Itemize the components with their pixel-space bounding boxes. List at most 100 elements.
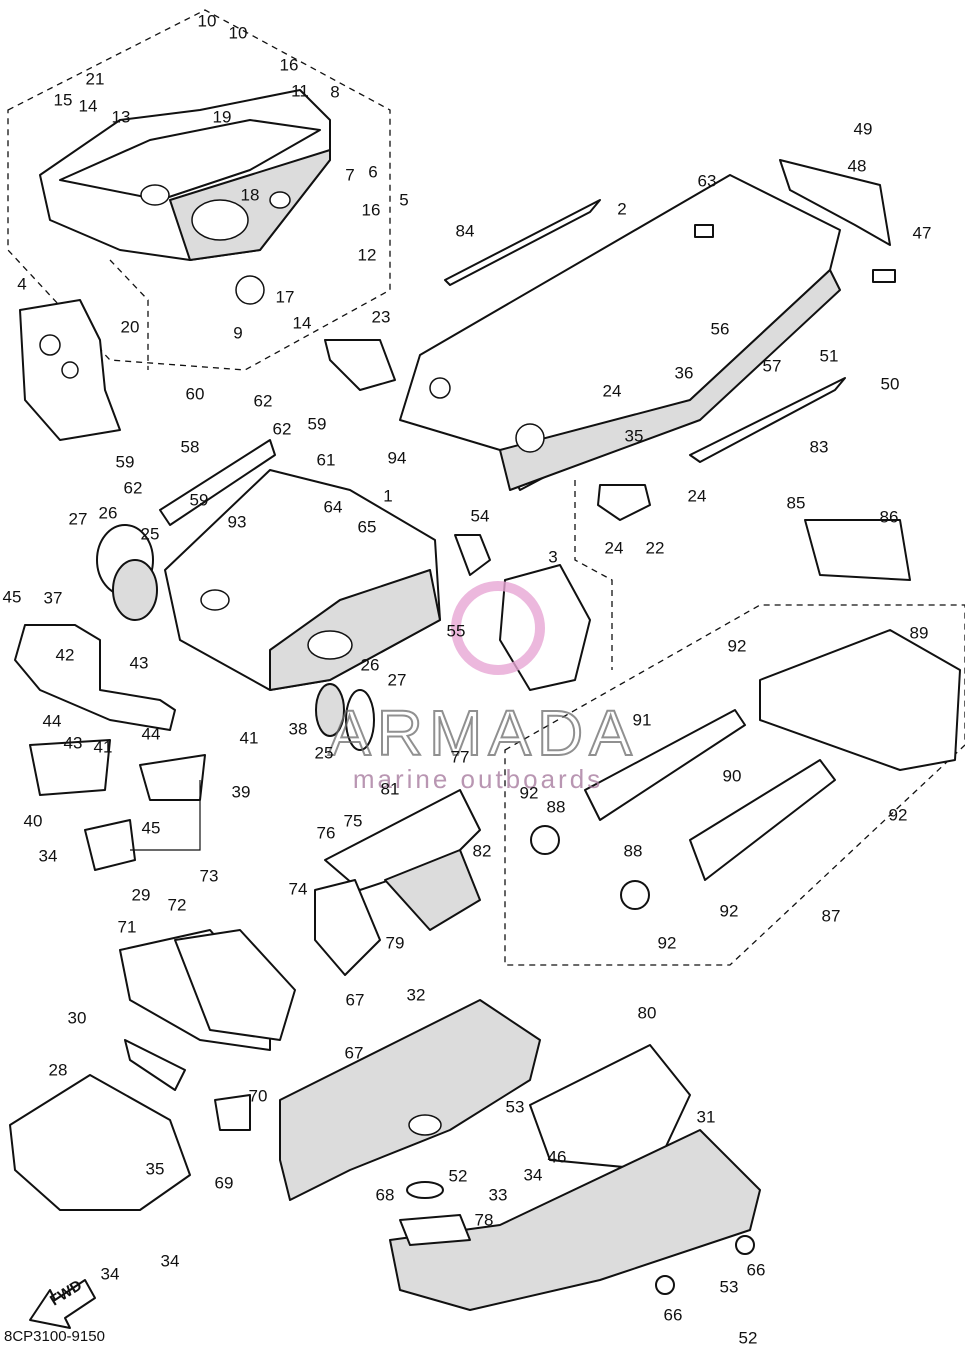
callout-41: 41 [94,737,113,756]
callout-22: 22 [646,538,665,557]
callout-53: 53 [720,1277,739,1296]
deck-part-2 [399,174,841,491]
callout-24: 24 [688,486,707,505]
callout-23: 23 [372,307,391,326]
callout-86: 86 [880,507,899,526]
callout-4: 4 [17,274,26,293]
callout-78: 78 [475,1210,494,1229]
callout-94: 94 [388,448,407,467]
panel-part-74 [314,879,381,976]
callout-labels: 1234567891010111213141415161617181920212… [3,11,932,1347]
callout-14: 14 [293,313,312,332]
callout-25: 25 [141,524,160,543]
callout-88: 88 [624,841,643,860]
callout-38: 38 [289,719,308,738]
callout-89: 89 [910,623,929,642]
panel-part-80 [529,1044,691,1171]
panel-part-86 [804,519,911,581]
callout-62: 62 [254,391,273,410]
callout-27: 27 [69,509,88,528]
callout-44: 44 [43,711,62,730]
callout-8: 8 [330,82,339,101]
pad-part-63 [694,224,714,238]
callout-19: 19 [213,107,232,126]
callout-61: 61 [317,450,336,469]
boot-part-25 [112,559,158,621]
drawing-code: 8CP3100-9150 [4,1328,105,1345]
callout-63: 63 [698,171,717,190]
callout-24: 24 [605,538,624,557]
callout-51: 51 [820,346,839,365]
callout-65: 65 [358,517,377,536]
callout-50: 50 [881,374,900,393]
pad-part-47 [872,269,896,283]
callout-40: 40 [24,811,43,830]
cowl-part-28 [9,1074,191,1211]
callout-79: 79 [386,933,405,952]
trim-strip-part-83 [689,377,846,463]
callout-10: 10 [229,23,248,42]
callout-34: 34 [101,1264,120,1283]
callout-45: 45 [3,587,22,606]
plug-part-66 [735,1235,755,1255]
group-leader-line [109,259,149,370]
callout-84: 84 [456,221,475,240]
callout-92: 92 [720,901,739,920]
hull-part-31 [389,1129,761,1311]
callout-46: 46 [548,1147,567,1166]
callout-91: 91 [633,710,652,729]
callout-67: 67 [346,990,365,1009]
callout-13: 13 [112,107,131,126]
callout-58: 58 [181,437,200,456]
watermark: ARMADA marine outboards [327,581,633,794]
callout-56: 56 [711,319,730,338]
callout-47: 47 [913,223,932,242]
callout-34: 34 [39,846,58,865]
callout-66: 66 [664,1305,683,1324]
mount-part-88 [530,825,560,855]
callout-7: 7 [345,165,354,184]
callout-76: 76 [317,823,336,842]
callout-3: 3 [548,547,557,566]
callout-87: 87 [822,906,841,925]
bar-part-58 [159,439,276,526]
callout-88: 88 [547,797,566,816]
callout-49: 49 [854,119,873,138]
callout-69: 69 [215,1173,234,1192]
callout-60: 60 [186,384,205,403]
callout-85: 85 [787,493,806,512]
callout-26: 26 [99,503,118,522]
plug-part-66b [655,1275,675,1295]
callout-41: 41 [240,728,259,747]
callout-24: 24 [603,381,622,400]
mount-part-88b [620,880,650,910]
boot-part-25b [315,683,345,737]
leader-22 [574,480,613,670]
callout-83: 83 [810,437,829,456]
clip-part-54 [454,534,491,576]
callout-16: 16 [362,200,381,219]
callout-59: 59 [308,414,327,433]
callout-48: 48 [848,156,867,175]
callout-66: 66 [747,1260,766,1279]
callout-33: 33 [489,1185,508,1204]
callout-92: 92 [889,805,908,824]
callout-74: 74 [289,879,308,898]
callout-81: 81 [381,779,400,798]
callout-35: 35 [146,1159,165,1178]
callout-31: 31 [697,1107,716,1126]
strip-part-30 [124,1039,186,1091]
callout-5: 5 [399,190,408,209]
callout-6: 6 [368,162,377,181]
callout-9: 9 [233,323,242,342]
main-frame-part-1 [164,469,441,691]
callout-80: 80 [638,1003,657,1022]
callout-34: 34 [524,1165,543,1184]
bracket-part-22 [597,484,651,521]
callout-68: 68 [376,1185,395,1204]
bracket-part-29 [84,819,136,871]
callout-11: 11 [291,81,309,100]
bracket-part-48 [779,159,891,246]
callout-27: 27 [388,670,407,689]
ring-part-68 [406,1181,444,1199]
